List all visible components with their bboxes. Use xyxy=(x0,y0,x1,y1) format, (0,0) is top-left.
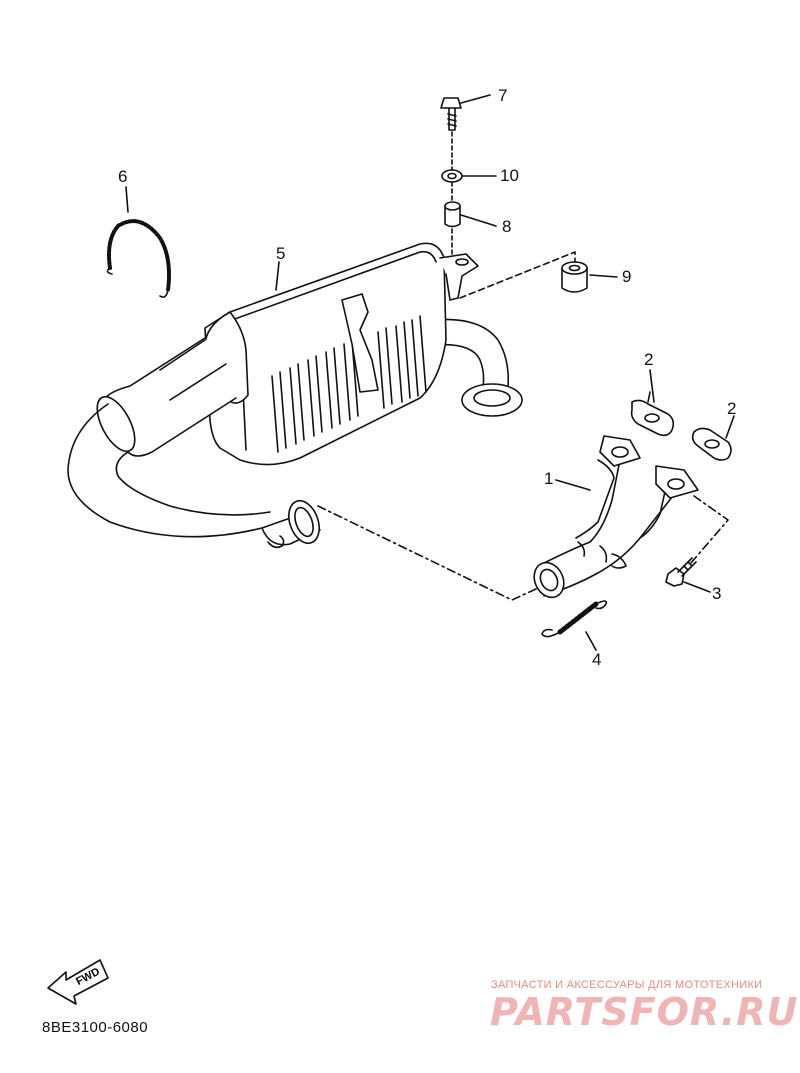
callout-5: 5 xyxy=(276,244,286,263)
callout-7: 7 xyxy=(498,86,508,105)
callout-9: 9 xyxy=(622,267,632,286)
spring-part-4 xyxy=(541,600,608,651)
callout-3: 3 xyxy=(712,584,722,603)
watermark-brand: PARTSFOR.RU xyxy=(490,990,799,1034)
fwd-arrow-icon: FWD xyxy=(47,959,109,1005)
collar-part-10 xyxy=(441,131,497,183)
callout-2-b: 2 xyxy=(727,399,737,418)
gasket-part-2-b xyxy=(691,415,735,461)
diagram-reference-code: 8BE3100-6080 xyxy=(42,1019,149,1036)
damper-part-8 xyxy=(444,181,497,257)
watermark-tagline: ЗАПЧАСТИ И АКСЕССУАРЫ ДЛЯ МОТОТЕХНИКИ xyxy=(491,979,763,991)
muffler-part-5 xyxy=(96,242,523,466)
connecting-pipe xyxy=(67,403,561,601)
callout-6: 6 xyxy=(118,167,128,186)
damper-part-9 xyxy=(459,251,618,299)
callout-2-a: 2 xyxy=(644,350,654,369)
callout-1: 1 xyxy=(544,469,554,488)
spring-part-6 xyxy=(106,186,171,298)
callout-10: 10 xyxy=(500,166,519,185)
callout-4: 4 xyxy=(592,650,602,669)
callout-8: 8 xyxy=(502,217,512,236)
exhaust-pipe-part-1 xyxy=(533,435,729,599)
bolt-part-3 xyxy=(665,557,711,593)
bolt-part-7 xyxy=(440,94,491,131)
gasket-part-2-a xyxy=(630,369,675,437)
